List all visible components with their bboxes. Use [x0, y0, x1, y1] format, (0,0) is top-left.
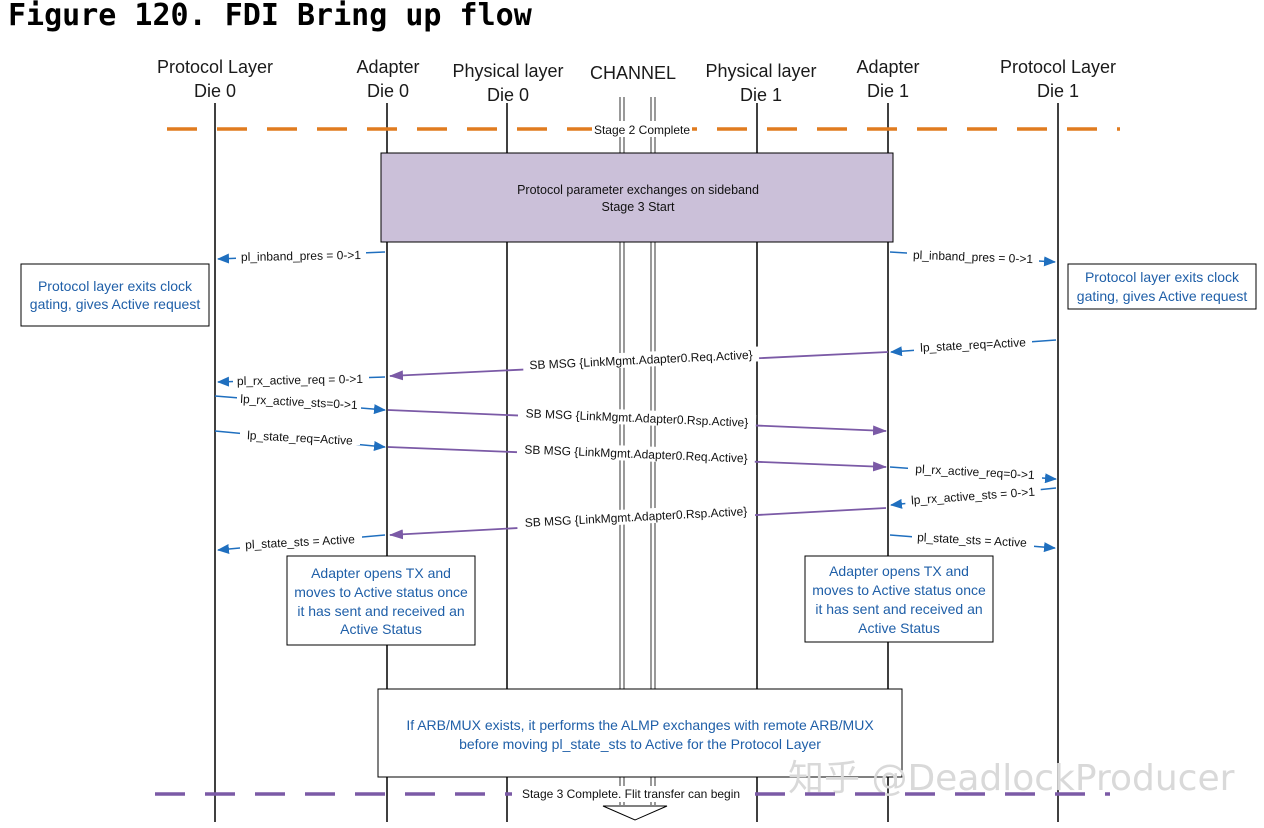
- note-right-adapter-line2: moves to Active status once: [812, 582, 986, 598]
- note-right-protocol-line1: Protocol layer exits clock: [1085, 269, 1240, 285]
- note-right-adapter-line4: Active Status: [858, 620, 940, 636]
- watermark: 知乎 @DeadlockProducer: [788, 758, 1235, 799]
- note-left-protocol-line1: Protocol layer exits clock: [38, 278, 193, 294]
- stage3-complete-label-bg: [512, 786, 752, 802]
- sb-msg4-label: SB MSG {LinkMgmt.Adapter0.Rsp.Active}: [524, 504, 747, 530]
- stage2-label-bg: [592, 121, 692, 137]
- stage2-label: Stage 2 Complete: [594, 123, 690, 137]
- stage3-start-box: [380, 152, 894, 243]
- note-left-adapter-line2: moves to Active status once: [294, 584, 468, 600]
- signal-inband-right: pl_inband_pres = 0->1: [913, 248, 1034, 266]
- sb-msg3-label: SB MSG {LinkMgmt.Adapter0.Req.Active}: [524, 443, 748, 466]
- lane-header-protocol-die0-line1: Protocol Layer: [157, 57, 273, 77]
- note-box-right-protocol: [1067, 263, 1257, 310]
- inband-left-label-bg: [236, 248, 366, 263]
- note-left-protocol-line2: gating, gives Active request: [30, 296, 201, 312]
- lane-header-physical-die1-line2: Die 1: [740, 85, 782, 105]
- lane-header-protocol-die1-line1: Protocol Layer: [1000, 57, 1116, 77]
- lane-header-protocol-die1-line2: Die 1: [1037, 81, 1079, 101]
- signal-state-req-left: lp_state_req=Active: [247, 428, 354, 448]
- lane-header-physical-die0-line2: Die 0: [487, 85, 529, 105]
- note-left-adapter-line1: Adapter opens TX and: [311, 565, 451, 581]
- note-box-right-adapter: [804, 555, 994, 643]
- rx-active-req-left-label-bg: [233, 372, 369, 387]
- lane-header-protocol-die0-line2: Die 0: [194, 81, 236, 101]
- lane-header-adapter-die1-line1: Adapter: [856, 57, 919, 77]
- note-right-adapter-line3: it has sent and received an: [815, 601, 982, 617]
- lane-header-adapter-die0-line2: Die 0: [367, 81, 409, 101]
- rx-active-sts-right-label-bg: [904, 483, 1042, 508]
- stage3-box-line2: Stage 3 Start: [602, 200, 675, 214]
- lane-headers: Protocol Layer Die 0 Adapter Die 0 Physi…: [157, 57, 1116, 105]
- sb-msg3-label-bg: [516, 441, 756, 466]
- lane-header-adapter-die1-line2: Die 1: [867, 81, 909, 101]
- stage3-complete-label: Stage 3 Complete. Flit transfer can begi…: [522, 787, 740, 801]
- sb-msg4-label-bg: [516, 502, 756, 531]
- down-arrow-icon: [602, 805, 668, 821]
- lane-header-channel: CHANNEL: [590, 63, 676, 83]
- state-sts-left-label-bg: [240, 534, 362, 549]
- arb-mux-line1: If ARB/MUX exists, it performs the ALMP …: [406, 717, 874, 733]
- note-right-adapter-line1: Adapter opens TX and: [829, 563, 969, 579]
- lane-header-physical-die1-line1: Physical layer: [705, 61, 816, 81]
- state-req-left-label-bg: [240, 430, 360, 445]
- inband-right-label-bg: [907, 249, 1039, 264]
- signal-state-req-right: lp_state_req=Active: [920, 335, 1027, 355]
- signal-state-sts-left: pl_state_sts = Active: [245, 532, 356, 552]
- lane-header-physical-die0-line1: Physical layer: [452, 61, 563, 81]
- sb-msg2-label-bg: [517, 405, 757, 430]
- state-sts-right-label-bg: [912, 532, 1034, 547]
- state-req-right-label-bg: [914, 337, 1032, 352]
- sb-msg2-label: SB MSG {LinkMgmt.Adapter0.Rsp.Active}: [525, 406, 748, 429]
- signal-state-sts-right: pl_state_sts = Active: [917, 530, 1028, 550]
- signal-rx-active-sts-right: lp_rx_active_sts = 0->1: [911, 485, 1036, 508]
- sb-msg1-label: SB MSG {LinkMgmt.Adapter0.Req.Active}: [529, 348, 753, 373]
- signal-inband-left: pl_inband_pres = 0->1: [241, 248, 362, 264]
- note-left-adapter-line4: Active Status: [340, 621, 422, 637]
- signal-rx-active-req-right: pl_rx_active_req=0->1: [915, 462, 1035, 482]
- signal-rx-active-req-left: pl_rx_active_req = 0->1: [237, 372, 364, 388]
- figure-title: Figure 120. FDI Bring up flow: [8, 0, 532, 33]
- stage3-box-line1: Protocol parameter exchanges on sideband: [517, 183, 759, 197]
- note-left-adapter-line3: it has sent and received an: [297, 603, 464, 619]
- sb-msg1-label-bg: [522, 346, 760, 373]
- note-right-protocol-line2: gating, gives Active request: [1077, 288, 1248, 304]
- arb-mux-line2: before moving pl_state_sts to Active for…: [459, 736, 821, 752]
- rx-active-sts-left-label-bg: [237, 394, 361, 409]
- signal-rx-active-sts-left: lp_rx_active_sts=0->1: [240, 392, 358, 412]
- note-box-left-adapter: [286, 555, 476, 646]
- rx-active-req-right-label-bg: [908, 464, 1042, 479]
- arb-mux-box: [377, 688, 903, 778]
- note-box-left-protocol: [20, 263, 210, 327]
- lane-header-adapter-die0-line1: Adapter: [356, 57, 419, 77]
